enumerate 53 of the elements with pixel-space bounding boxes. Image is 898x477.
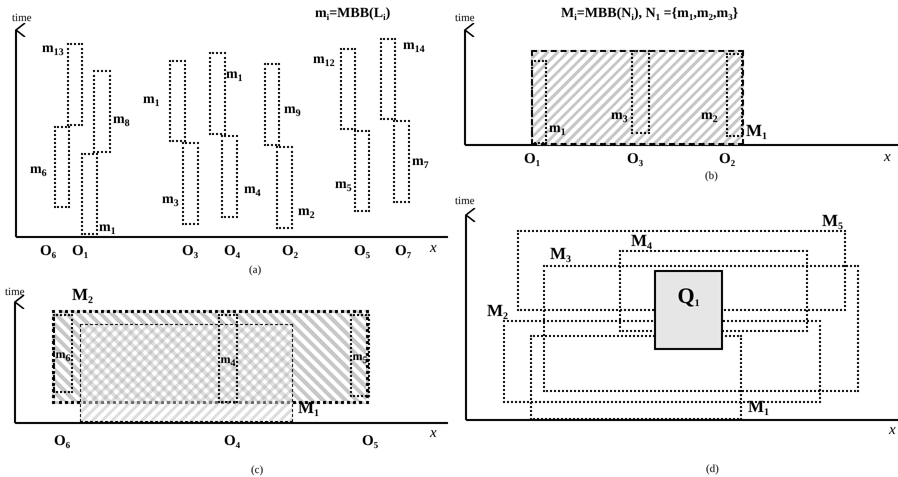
box-label: m$_{2}$ — [298, 204, 315, 220]
box-label: m$_{14}$ — [403, 38, 425, 54]
axis-label: time — [455, 194, 475, 209]
box-label: M$_{2}$ — [72, 286, 94, 304]
object-label: O$_{3}$ — [182, 243, 198, 259]
axis-label: time — [455, 11, 475, 26]
box-label: m$_{3}$ — [162, 192, 179, 208]
object-label: O$_{6}$ — [40, 243, 56, 259]
box-label: m$_{9}$ — [284, 102, 301, 118]
box-label: m$_{1}$ — [99, 220, 116, 236]
axis-label: time — [5, 285, 25, 300]
object-label: O$_{4}$ — [224, 433, 240, 449]
box-label: m$_{4}$ — [220, 352, 236, 366]
object-label: O$_{4}$ — [224, 243, 240, 259]
object-label: O$_{6}$ — [54, 433, 70, 449]
formula: m$_{i}$=MBB(L$_{i}$) — [315, 6, 390, 22]
box-label: m$_{1}$ — [226, 67, 243, 83]
box-label: Q$_{1}$ — [676, 284, 701, 308]
box-label: m$_{3}$ — [611, 108, 628, 124]
box-label: M$_{5}$ — [822, 212, 844, 230]
formula: M$_{i}$=MBB(N$_{i}$), N$_{1}$ ={m$_{1}$,m$_{2}$,m$_{3}$} — [561, 6, 738, 22]
box-label: m$_{6}$ — [30, 162, 47, 178]
object-label: O$_{1}$ — [72, 243, 88, 259]
axis-label: x — [889, 422, 896, 438]
axis-label: x — [430, 425, 437, 441]
box-label: M$_{3}$ — [550, 245, 572, 263]
box-label: M$_{1}$ — [746, 122, 768, 140]
box-label: m$_{1}$ — [143, 92, 160, 108]
object-label: O$_{1}$ — [524, 151, 540, 167]
object-label: O$_{5}$ — [354, 243, 370, 259]
object-label: O$_{2}$ — [719, 151, 736, 167]
axis-label: time — [12, 11, 32, 26]
object-label: O$_{7}$ — [395, 243, 412, 259]
box-label: M$_{2}$ — [487, 302, 508, 320]
object-label: O$_{3}$ — [627, 151, 644, 167]
box-label: m$_{2}$ — [701, 108, 718, 124]
axis-label: x — [884, 149, 891, 165]
box-label: m$_{4}$ — [244, 182, 261, 198]
panel-caption: (a) — [249, 263, 262, 278]
box-label: m$_{1}$ — [549, 121, 566, 137]
box-label: m$_{13}$ — [42, 41, 64, 57]
panel-caption: (d) — [706, 462, 719, 477]
object-label: O$_{2}$ — [282, 243, 298, 259]
box-label: m$_{12}$ — [313, 52, 335, 68]
axis-label: x — [430, 240, 437, 256]
box-label: m$_{6}$ — [54, 346, 72, 360]
box-label: m$_{7}$ — [412, 154, 429, 170]
box-label: m$_{8}$ — [113, 112, 130, 128]
box-label: M$_{4}$ — [631, 232, 652, 250]
panel-caption: (c) — [251, 463, 264, 477]
box-label: m$_{5}$ — [335, 177, 352, 193]
object-label: O$_{5}$ — [362, 433, 378, 449]
panel-caption: (b) — [705, 169, 718, 184]
